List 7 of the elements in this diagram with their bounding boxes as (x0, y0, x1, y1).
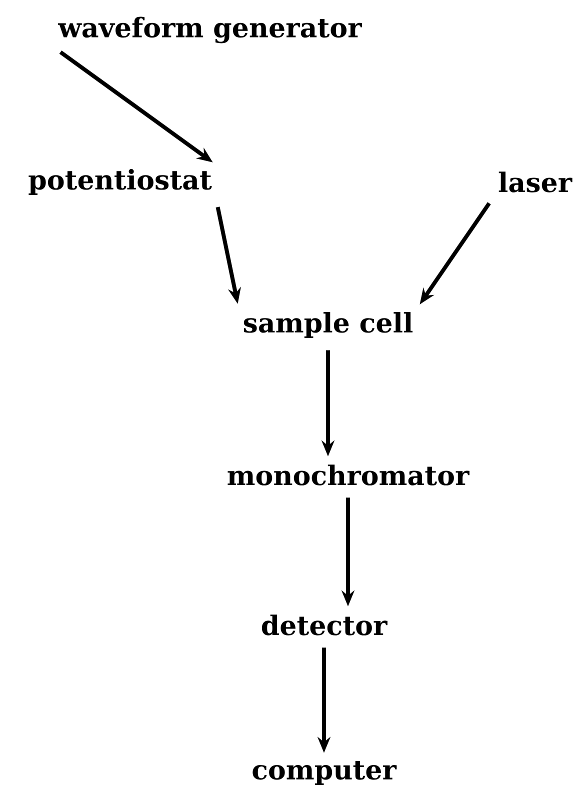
label-text: monochromator (228, 464, 470, 486)
label-text: waveform generator (58, 16, 362, 44)
label-text: laser (498, 172, 572, 192)
label-text: potentiostat (28, 169, 212, 196)
label-text: computer (252, 761, 397, 785)
label-text: sample cell (244, 312, 413, 338)
label-text: detector (262, 614, 388, 636)
